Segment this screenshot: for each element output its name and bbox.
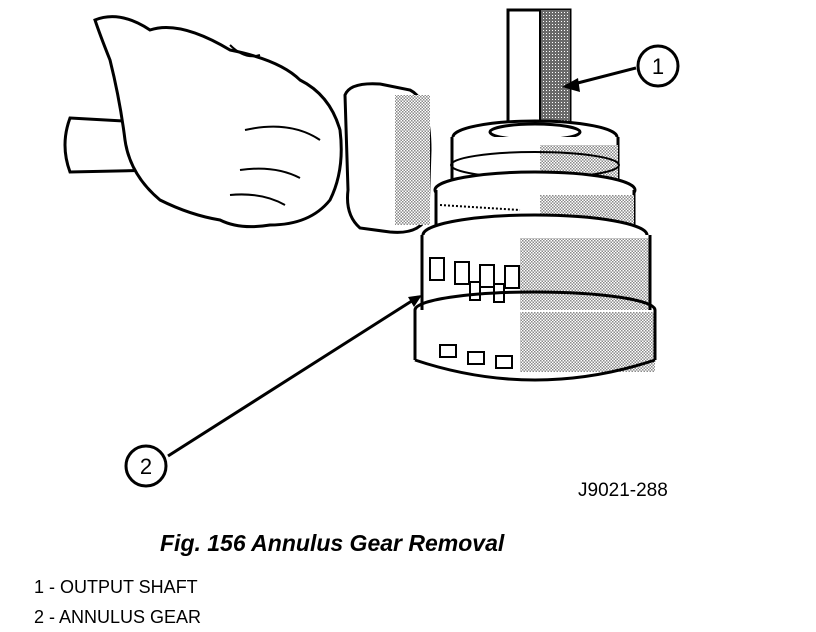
annulus-gear-assembly bbox=[413, 119, 657, 382]
legend-item: 1 - OUTPUT SHAFT bbox=[34, 577, 198, 597]
callout-2-number: 2 bbox=[140, 454, 152, 479]
output-shaft bbox=[506, 8, 572, 142]
figure-reference-code: J9021-288 bbox=[578, 480, 668, 501]
legend-list: 1 - OUTPUT SHAFT 2 - ANNULUS GEAR bbox=[34, 572, 201, 632]
callout-1: 1 bbox=[562, 44, 680, 92]
legend-item: 2 - ANNULUS GEAR bbox=[34, 607, 202, 627]
hand-with-mallet bbox=[63, 15, 432, 234]
callout-1-number: 1 bbox=[652, 54, 664, 79]
annulus-gear-removal-illustration: 1 2 bbox=[63, 8, 680, 488]
callout-2: 2 bbox=[124, 295, 422, 488]
figure-caption: Fig. 156 Annulus Gear Removal bbox=[160, 530, 505, 556]
